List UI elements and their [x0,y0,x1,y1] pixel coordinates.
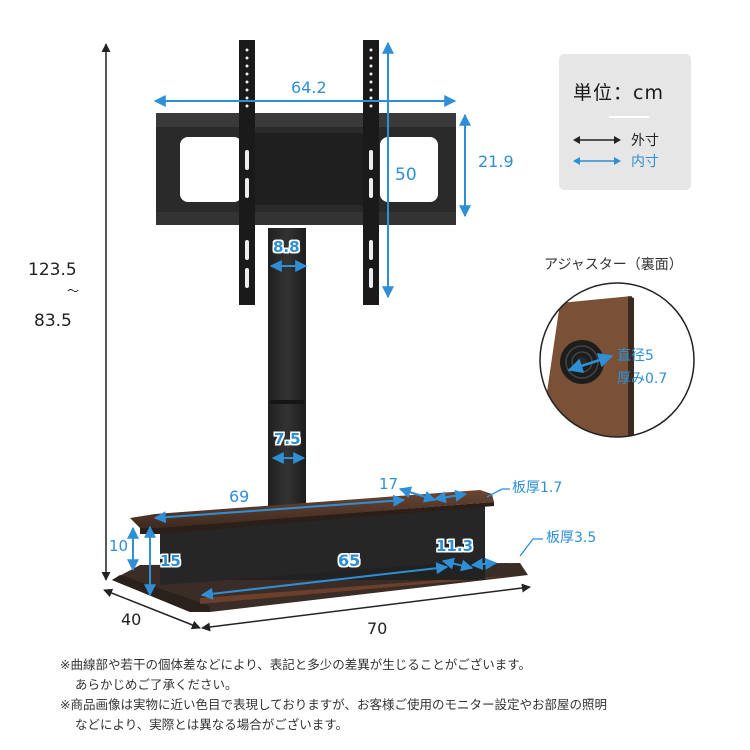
vesa-height-label: 50 [395,165,417,185]
bracket-width-label: 64.2 [291,78,327,97]
shelf-inner-depth-label: 17 [379,475,399,493]
base-inner-depth-label: 11.3 [436,537,474,555]
upper-pole-width-label: 8.8 [273,238,300,256]
adjuster-inset [539,282,695,438]
adjuster-diameter-label: 直径5 [617,348,654,364]
total-height-max: 123.5 [28,260,77,280]
note-line-3: ※商品画像は実物に近い色目で表現しておりますが、お客様ご使用のモニター設定やお部… [60,697,607,712]
unit-title: 単位：cm [573,82,664,104]
inner-dimension-arrow-icon [573,157,621,165]
lower-pole-width-label: 7.5 [274,430,301,448]
outer-dimension-arrow-icon [573,136,621,144]
adjuster-thickness-label: 厚み0.7 [617,371,668,387]
note-line-4: などにより、実際とは異なる場合がございます。 [75,717,349,732]
shelf-height-label: 15 [160,552,181,570]
note-line-2: あらかじめご了承ください。 [75,677,238,692]
legend-outer-label: 外寸 [631,133,659,149]
total-height-range-sep: 〜 [67,284,80,298]
legend-inner: 内寸 [573,151,659,171]
note-line-1: ※曲線部や若干の個体差などにより、表記と多少の差異が生じることがございます。 [60,657,531,672]
disclaimer-notes: ※曲線部や若干の個体差などにより、表記と多少の差異が生じることがございます。 あ… [60,655,720,735]
base-inner-width-label: 65 [338,551,361,570]
shelf-clearance-label: 10 [109,537,129,555]
legend-inner-label: 内寸 [631,154,659,170]
shelf-inner-width-label: 69 [229,487,250,506]
shelf-thickness-label: 板厚1.7 [512,480,563,496]
legend-outer: 外寸 [573,130,659,150]
bracket-height-label: 21.9 [478,152,514,171]
total-width-label: 70 [367,619,388,638]
base-thickness-label: 板厚3.5 [546,530,597,546]
unit-divider [609,116,649,118]
unit-legend: 単位：cm 外寸 内寸 [559,54,691,190]
total-depth-label: 40 [121,610,142,629]
adjuster-title: アジャスター（裏面） [544,257,683,273]
total-height-min: 83.5 [34,311,72,331]
